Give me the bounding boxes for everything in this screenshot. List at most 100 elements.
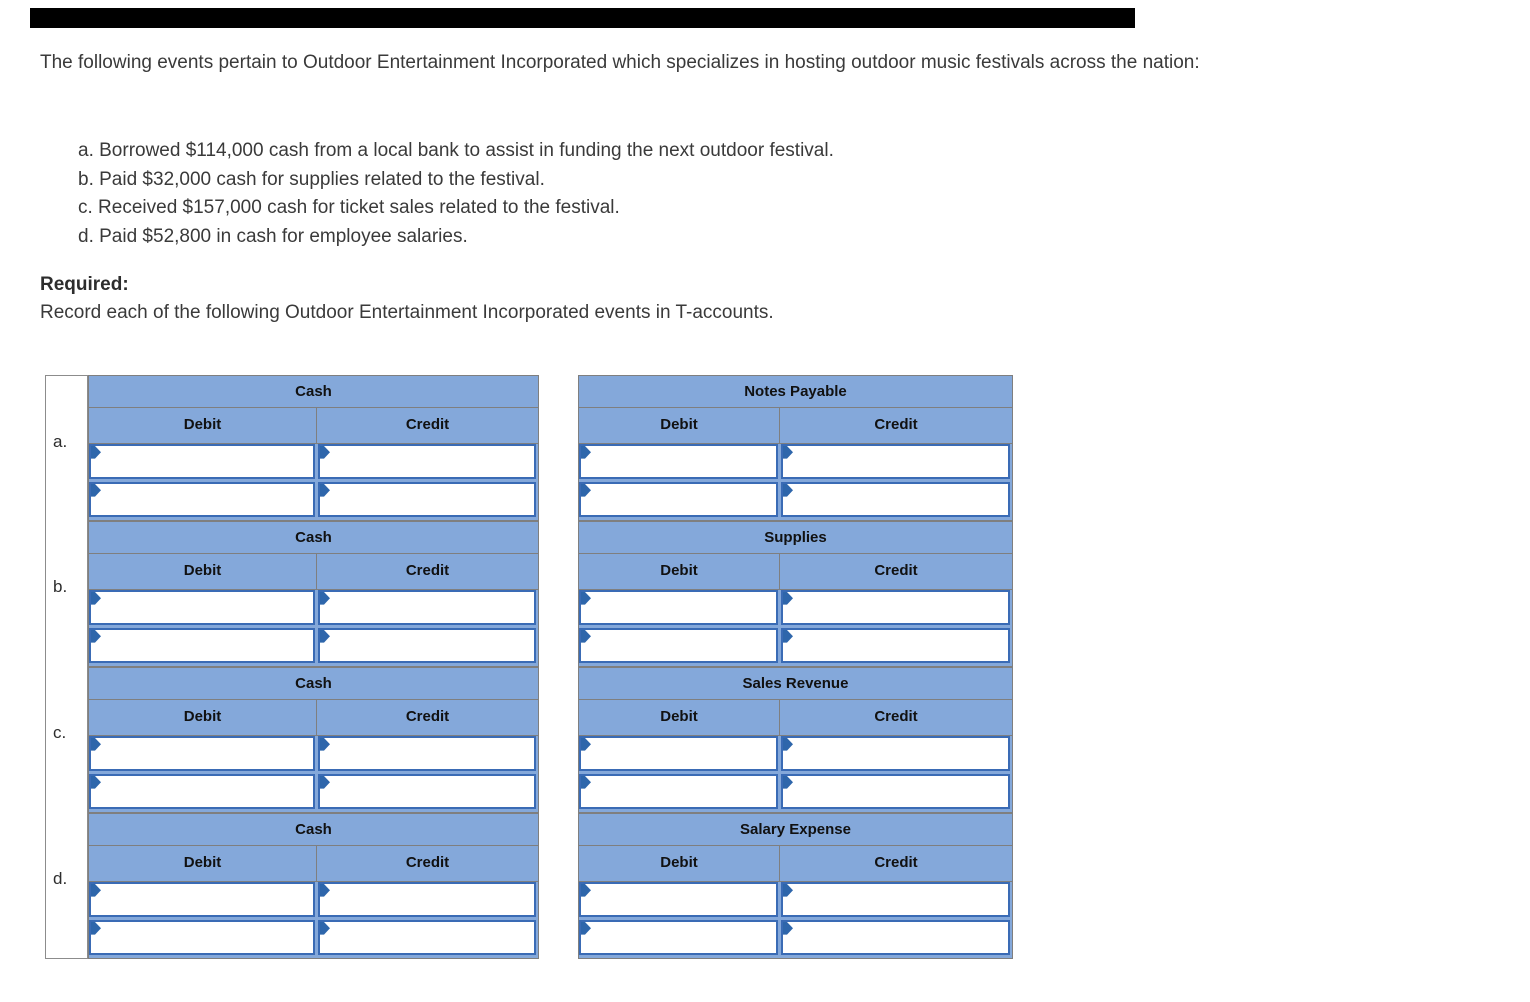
amount-input-grid: [89, 736, 538, 812]
account-title: Cash: [89, 814, 538, 846]
amount-input-cell[interactable]: [318, 444, 536, 479]
amount-input-grid: [89, 590, 538, 666]
taccounts-grid: a. Cash Debit Credit Notes Payable Debit…: [45, 375, 1013, 959]
amount-input-cell[interactable]: [579, 482, 778, 517]
amount-input-cell[interactable]: [89, 920, 315, 955]
debit-credit-header: Debit Credit: [579, 408, 1012, 444]
amount-input-cell[interactable]: [89, 882, 315, 917]
row-label: c.: [45, 667, 88, 813]
amount-input-cell[interactable]: [579, 628, 778, 663]
taccount-left: Cash Debit Credit: [88, 667, 539, 813]
cell-marker-icon: [91, 738, 101, 751]
debit-credit-header: Debit Credit: [579, 846, 1012, 882]
amount-input-cell[interactable]: [781, 628, 1010, 663]
cell-marker-icon: [783, 446, 793, 459]
amount-input-cell[interactable]: [579, 590, 778, 625]
amount-input-grid: [579, 882, 1012, 958]
amount-input-cell[interactable]: [781, 482, 1010, 517]
taccount-row: c. Cash Debit Credit Sales Revenue Debit…: [45, 667, 1013, 813]
amount-input-cell[interactable]: [579, 444, 778, 479]
amount-input-cell[interactable]: [579, 774, 778, 809]
amount-input-cell[interactable]: [781, 590, 1010, 625]
cell-marker-icon: [320, 484, 330, 497]
amount-input-grid: [89, 444, 538, 520]
cell-marker-icon: [783, 776, 793, 789]
amount-input-cell[interactable]: [318, 736, 536, 771]
cell-marker-icon: [320, 884, 330, 897]
amount-input-cell[interactable]: [318, 482, 536, 517]
cell-marker-icon: [91, 592, 101, 605]
cell-marker-icon: [581, 922, 591, 935]
debit-credit-header: Debit Credit: [579, 554, 1012, 590]
cell-marker-icon: [581, 776, 591, 789]
cell-marker-icon: [783, 884, 793, 897]
required-heading: Required:: [40, 274, 129, 295]
taccount-left: Cash Debit Credit: [88, 813, 539, 959]
taccount-left: Cash Debit Credit: [88, 521, 539, 667]
account-title: Cash: [89, 668, 538, 700]
amount-input-cell[interactable]: [781, 774, 1010, 809]
cell-marker-icon: [581, 484, 591, 497]
credit-header: Credit: [779, 846, 1012, 881]
debit-credit-header: Debit Credit: [89, 846, 538, 882]
amount-input-grid: [579, 444, 1012, 520]
table-gap: [539, 667, 578, 813]
account-title: Salary Expense: [579, 814, 1012, 846]
taccount-left: Cash Debit Credit: [88, 375, 539, 521]
credit-header: Credit: [779, 700, 1012, 735]
credit-header: Credit: [779, 408, 1012, 443]
cell-marker-icon: [91, 922, 101, 935]
amount-input-cell[interactable]: [318, 628, 536, 663]
cell-marker-icon: [91, 446, 101, 459]
event-item: c. Received $157,000 cash for ticket sal…: [78, 197, 620, 218]
cell-marker-icon: [320, 738, 330, 751]
amount-input-cell[interactable]: [579, 736, 778, 771]
row-label: a.: [45, 375, 88, 521]
amount-input-cell[interactable]: [318, 774, 536, 809]
amount-input-cell[interactable]: [318, 590, 536, 625]
debit-header: Debit: [183, 562, 222, 579]
cell-marker-icon: [581, 884, 591, 897]
amount-input-cell[interactable]: [781, 444, 1010, 479]
cell-marker-icon: [783, 738, 793, 751]
cell-marker-icon: [581, 630, 591, 643]
account-title: Sales Revenue: [579, 668, 1012, 700]
table-gap: [539, 521, 578, 667]
amount-input-cell[interactable]: [781, 882, 1010, 917]
cell-marker-icon: [581, 738, 591, 751]
amount-input-cell[interactable]: [89, 628, 315, 663]
amount-input-cell[interactable]: [579, 882, 778, 917]
event-item: d. Paid $52,800 in cash for employee sal…: [78, 225, 468, 247]
account-title: Cash: [89, 522, 538, 554]
event-item: b. Paid $32,000 cash for supplies relate…: [78, 168, 545, 190]
amount-input-cell[interactable]: [89, 482, 315, 517]
amount-input-cell[interactable]: [318, 920, 536, 955]
amount-input-cell[interactable]: [579, 920, 778, 955]
cell-marker-icon: [783, 592, 793, 605]
amount-input-cell[interactable]: [89, 444, 315, 479]
amount-input-cell[interactable]: [318, 882, 536, 917]
debit-credit-header: Debit Credit: [89, 554, 538, 590]
amount-input-cell[interactable]: [89, 736, 315, 771]
credit-header: Credit: [316, 554, 538, 589]
debit-header: Debit: [183, 416, 222, 433]
row-label: b.: [45, 521, 88, 667]
debit-header: Debit: [660, 562, 698, 579]
credit-header: Credit: [316, 408, 538, 443]
taccount-row: d. Cash Debit Credit Salary Expense Debi…: [45, 813, 1013, 959]
amount-input-cell[interactable]: [89, 590, 315, 625]
cell-marker-icon: [91, 776, 101, 789]
taccount-right: Salary Expense Debit Credit: [578, 813, 1013, 959]
cell-marker-icon: [783, 922, 793, 935]
amount-input-grid: [579, 590, 1012, 666]
debit-credit-header: Debit Credit: [89, 408, 538, 444]
amount-input-cell[interactable]: [781, 920, 1010, 955]
cell-marker-icon: [91, 884, 101, 897]
amount-input-cell[interactable]: [89, 774, 315, 809]
amount-input-cell[interactable]: [781, 736, 1010, 771]
account-title: Supplies: [579, 522, 1012, 554]
credit-header: Credit: [316, 700, 538, 735]
cell-marker-icon: [783, 484, 793, 497]
cell-marker-icon: [581, 592, 591, 605]
cell-marker-icon: [783, 630, 793, 643]
